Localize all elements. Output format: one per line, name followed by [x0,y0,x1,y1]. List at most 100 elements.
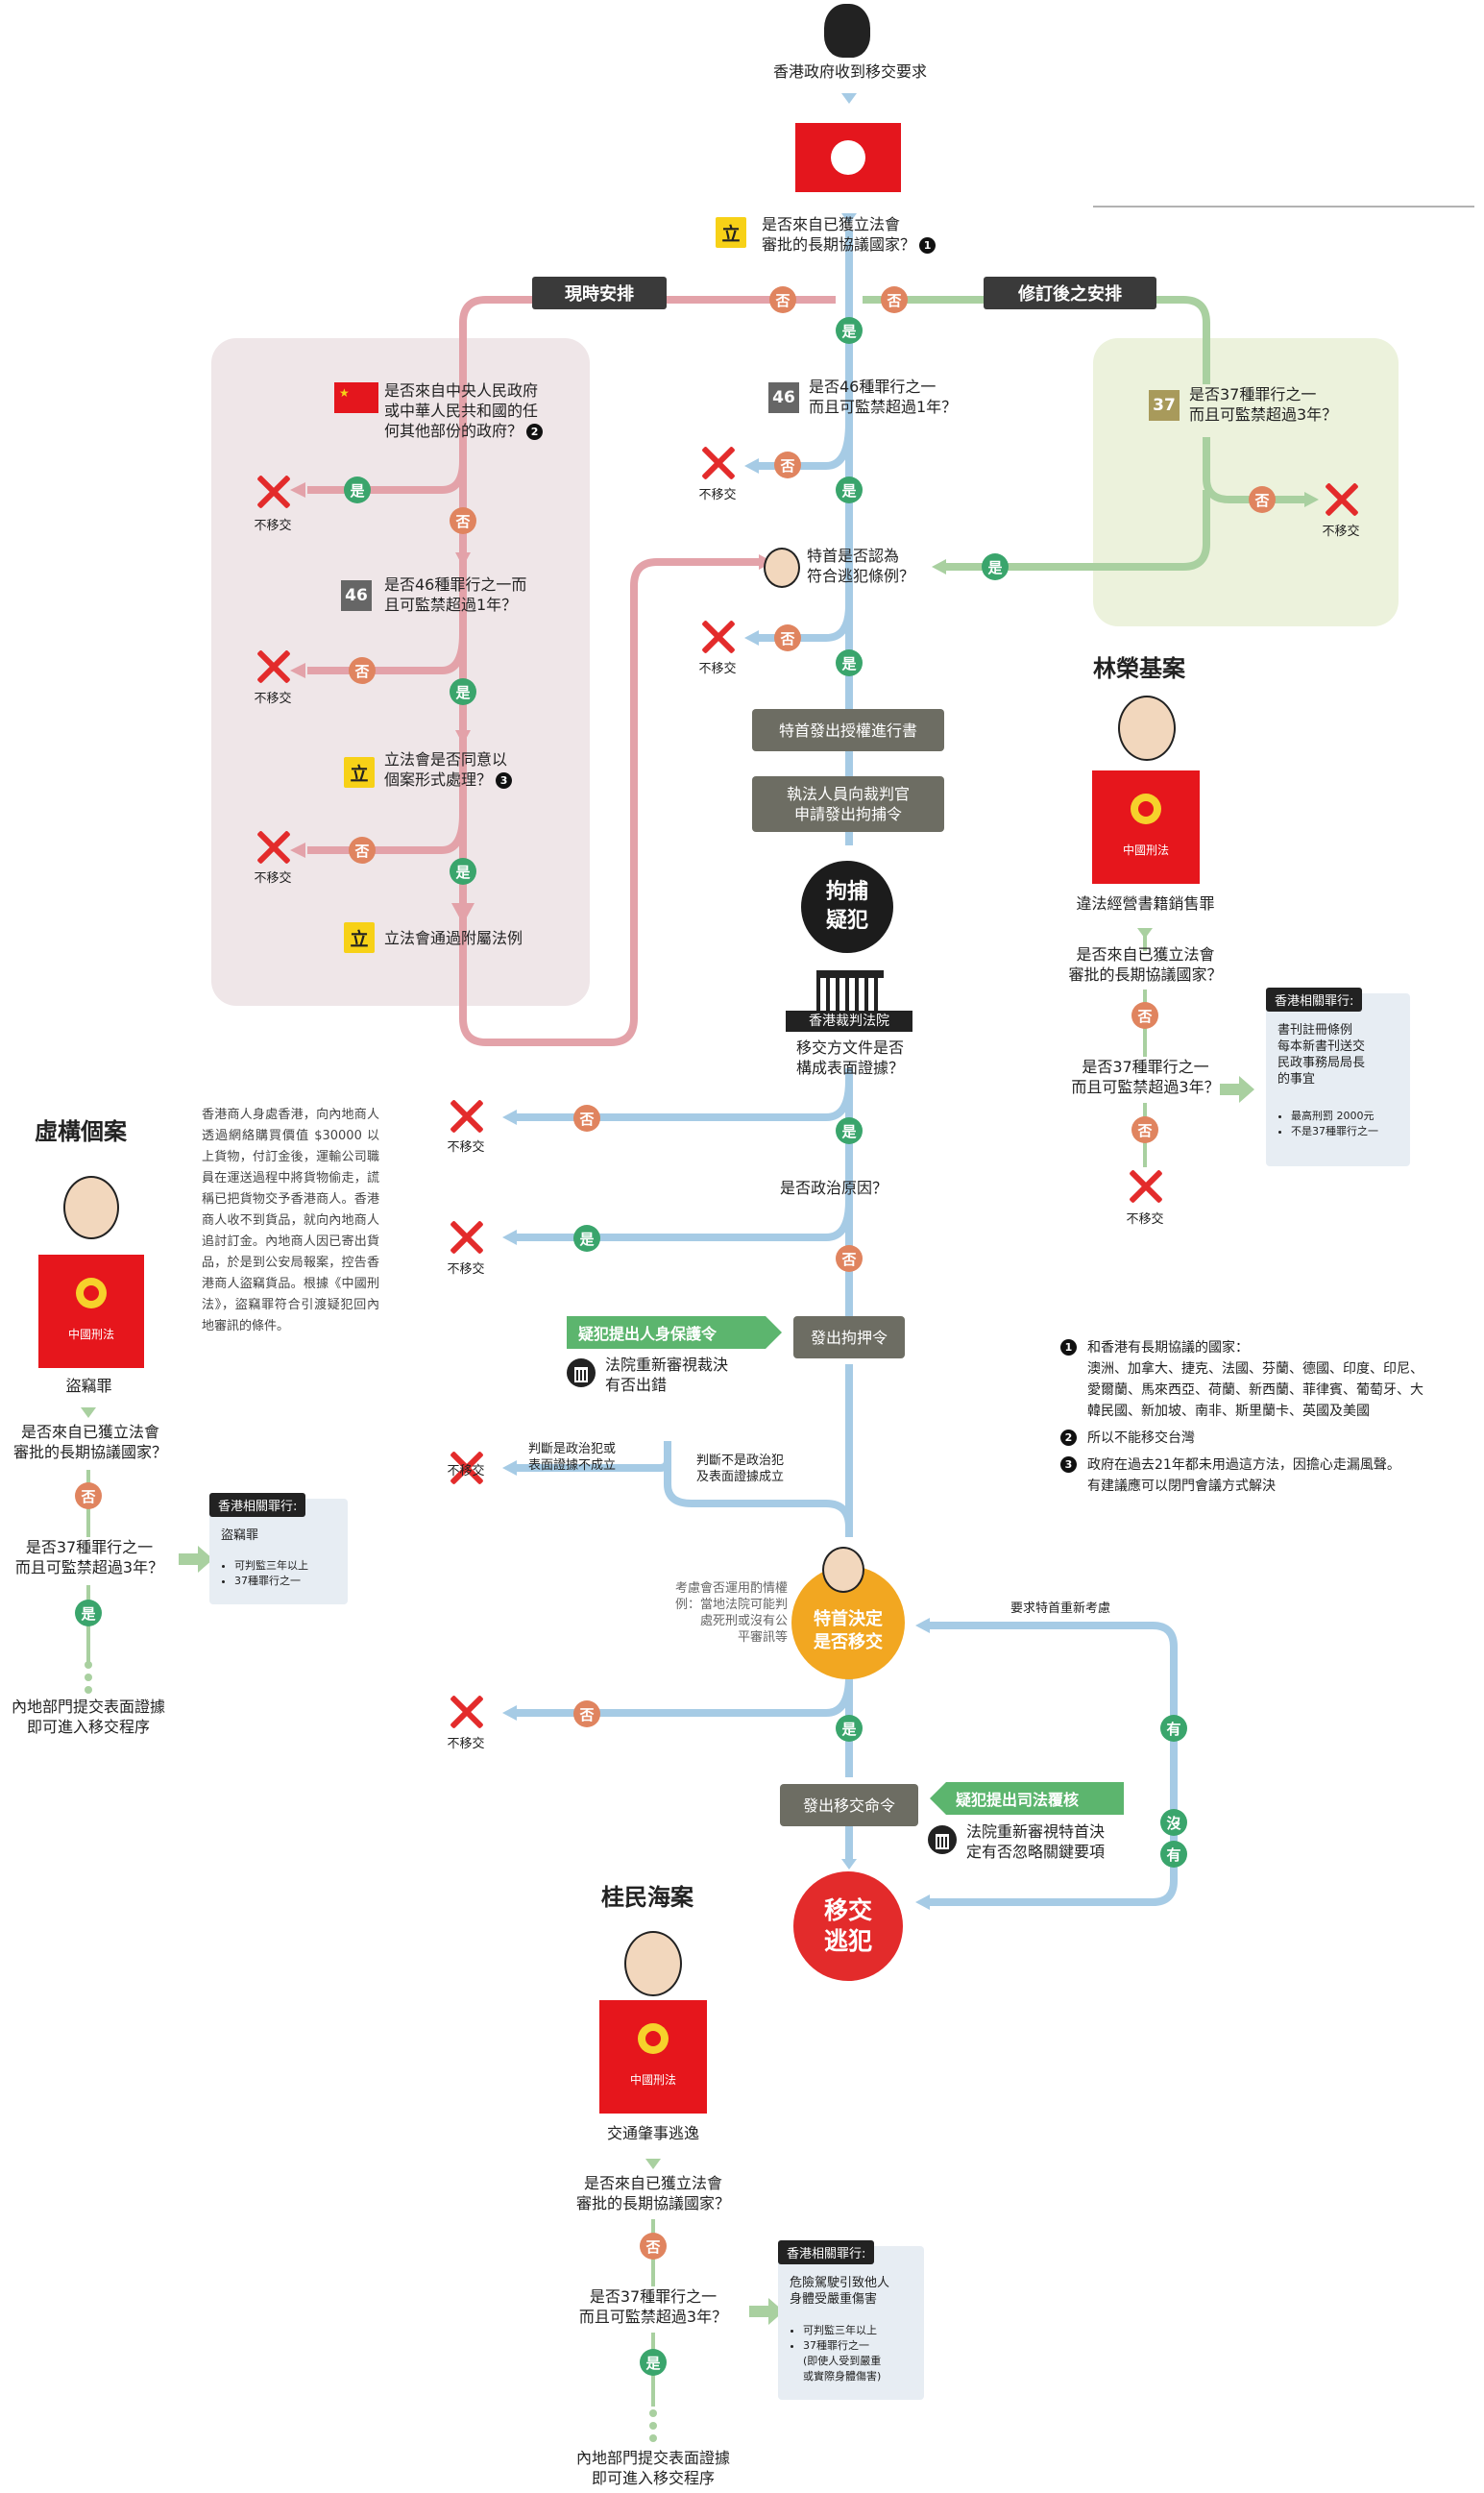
no-badge: 否 [774,452,801,478]
officer-apply-box: 執法人員向裁判官 申請發出拘捕令 [752,776,944,832]
case-fake-title: 虛構個案 [35,1117,127,1145]
no-badge: 否 [881,286,908,313]
q37-right: 是否37種罪行之一 而且可監禁超過3年？ [1189,385,1338,424]
chief-executive-avatar [822,1547,864,1593]
lam-q1: 是否來自已獲立法會 審批的長期協議國家？ [1068,945,1223,984]
reject-x-icon [254,473,292,511]
have-badge: 有 [1160,1715,1187,1742]
yes-badge: 是 [640,2349,667,2376]
no-badge: 否 [836,1245,863,1272]
fake-crime: 盜竊罪 [65,1377,112,1395]
fake-story: 香港商人身處香港，向內地商人透過網絡購買價值 $30000 以上貨物，付訂金後，… [202,1108,379,1333]
footnote-text: 所以不能移交台灣 [1087,1430,1195,1446]
no-surrender-label: 不移交 [698,488,737,502]
reject-x-icon [698,618,737,656]
no-surrender-label: 不移交 [1126,1212,1164,1227]
national-emblem-icon [76,1278,107,1308]
no-badge: 否 [640,2233,667,2260]
reject-x-icon [1322,480,1360,519]
box-title: 書刊註冊條例 每本新書刊送交 民政事務局局長 的事宜 [1277,1023,1366,1087]
lam-avatar [1118,696,1176,761]
lam-q2: 是否37種罪行之一 而且可監禁超過3年？ [1071,1058,1220,1096]
china-criminal-law-book: 中國刑法 [599,2000,707,2114]
no-badge: 否 [349,657,376,684]
no-surrender-label: 不移交 [698,662,737,676]
surrender-order-box: 發出移交命令 [780,1784,918,1826]
legco-icon: 立 [344,757,375,788]
book-label: 中國刑法 [1122,843,1169,857]
lam-hk-offence-box: 香港相關罪行: 書刊註冊條例 每本新書刊送交 民政事務局局長 的事宜 最高刑罰 … [1266,988,1410,1166]
box-list: 可判監三年以上 37種罪行之一 (即使人受到嚴重 或實際身體傷害) [790,2323,913,2384]
book-label: 中國刑法 [629,2073,676,2087]
reject-x-icon [254,828,292,867]
yes-badge: 是 [450,858,476,885]
court-building-icon [816,970,884,1016]
no-badge: 否 [349,837,376,864]
q-ce-consider: 特首是否認為 符合逃犯條例？ [807,547,915,585]
chief-executive-avatar [764,548,800,588]
court-review2-text: 法院重新審視特首決 定有否忽略關鍵要項 [966,1822,1106,1861]
national-emblem-icon [1131,794,1161,824]
person-silhouette-icon [824,4,870,58]
fake-q1: 是否來自已獲立法會 審批的長期協議國家？ [12,1423,167,1461]
footnote-item: 3 政府在過去21年都未用過這方法，因擔心走漏風聲。 有建議應可以閉門會議方式解… [1060,1454,1483,1497]
yes-badge: 是 [836,1117,863,1144]
case-gui-title: 桂民海案 [601,1883,693,1911]
fake-q2: 是否37種罪行之一 而且可監禁超過3年？ [14,1538,164,1576]
national-emblem-icon [638,2023,669,2054]
no-badge: 否 [450,507,476,534]
yes-badge: 是 [836,317,863,344]
q-legco-consent-text: 立法會是否同意以 個案形式處理？ [384,750,508,789]
box-list: 最高刑罰 2000元 不是37種罪行之一 [1277,1109,1378,1139]
judicial-review-label: 疑犯提出司法覆核 [930,1782,1124,1815]
q-legco-consent: 立法會是否同意以 個案形式處理？3 [384,749,586,790]
crimes-46-icon: 46 [341,580,372,611]
custody-order-box: 發出拘押令 [793,1316,905,1358]
judge-not-political-text: 判斷不是政治犯 及表面證據成立 [696,1454,785,1484]
q-legislature-text: 是否來自已獲立法會 審批的長期協議國家？ [762,215,916,254]
court-icon [928,1825,957,1854]
no-badge: 否 [1249,486,1276,513]
china-criminal-law-book: 中國刑法 [1092,770,1200,884]
no-surrender-label: 不移交 [447,1737,485,1751]
footnote-1-marker: 1 [919,237,937,254]
q-legislature-approved: 是否來自已獲立法會 審批的長期協議國家？1 [762,214,992,255]
yes-badge: 是 [836,649,863,676]
gui-result: 內地部門提交表面證據 即可進入移交程序 [575,2449,730,2487]
have-badge: 有 [1160,1841,1187,1868]
book-label: 中國刑法 [67,1328,114,1341]
fake-avatar [63,1176,119,1239]
q-prima-facie: 移交方文件是否 構成表面證據？ [795,1039,904,1077]
reject-x-icon [447,1097,485,1136]
gui-hk-offence-box: 香港相關罪行: 危險駕駛引致他人 身體受嚴重傷害 可判監三年以上 37種罪行之一… [778,2240,924,2400]
box-item: 最高刑罰 2000元 [1291,1109,1378,1124]
yes-badge: 是 [573,1225,600,1252]
box-list: 可判監三年以上 37種罪行之一 [221,1558,308,1589]
no-badge: 否 [573,1105,600,1132]
lam-crime: 違法經營書籍銷售罪 [1076,894,1215,913]
ce-discretion-note: 考慮會否運用酌情權 例：當地法院可能判 處死刑或沒有公 平審訊等 [674,1581,788,1645]
reject-x-icon [254,648,292,686]
court-icon [567,1358,596,1387]
box-item: 不是37種罪行之一 [1291,1124,1378,1139]
box-item: 可判監三年以上 [803,2323,913,2338]
no-surrender-label: 不移交 [254,692,292,706]
tab-current-arrangement: 現時安排 [532,277,667,309]
case-lam-title: 林榮基案 [1093,654,1185,682]
crimes-37-icon: 37 [1149,390,1180,421]
footnote-2-marker: 2 [526,424,544,440]
gui-q1: 是否來自已獲立法會 審批的長期協議國家？ [575,2174,730,2212]
yes-badge: 是 [450,678,476,705]
hk-magistrates-court-label: 香港裁判法院 [786,1011,912,1032]
no-badge: 否 [774,624,801,651]
surrender-fugitive-circle: 移交 逃犯 [793,1871,903,1981]
q-political-reason: 是否政治原因？ [780,1179,888,1197]
no-surrender-label: 不移交 [447,1464,485,1479]
court-review-text: 法院重新審視裁決 有否出錯 [605,1356,729,1394]
box-heading: 香港相關罪行: [1266,988,1363,1012]
reject-x-icon [1126,1167,1164,1206]
ask-ce-reconsider: 要求特首重新考慮 [1010,1601,1111,1616]
footnote-3-marker: 3 [496,772,513,789]
gui-q2: 是否37種罪行之一 而且可監禁超過3年？ [578,2287,728,2326]
box-heading: 香港相關罪行: [778,2240,875,2264]
